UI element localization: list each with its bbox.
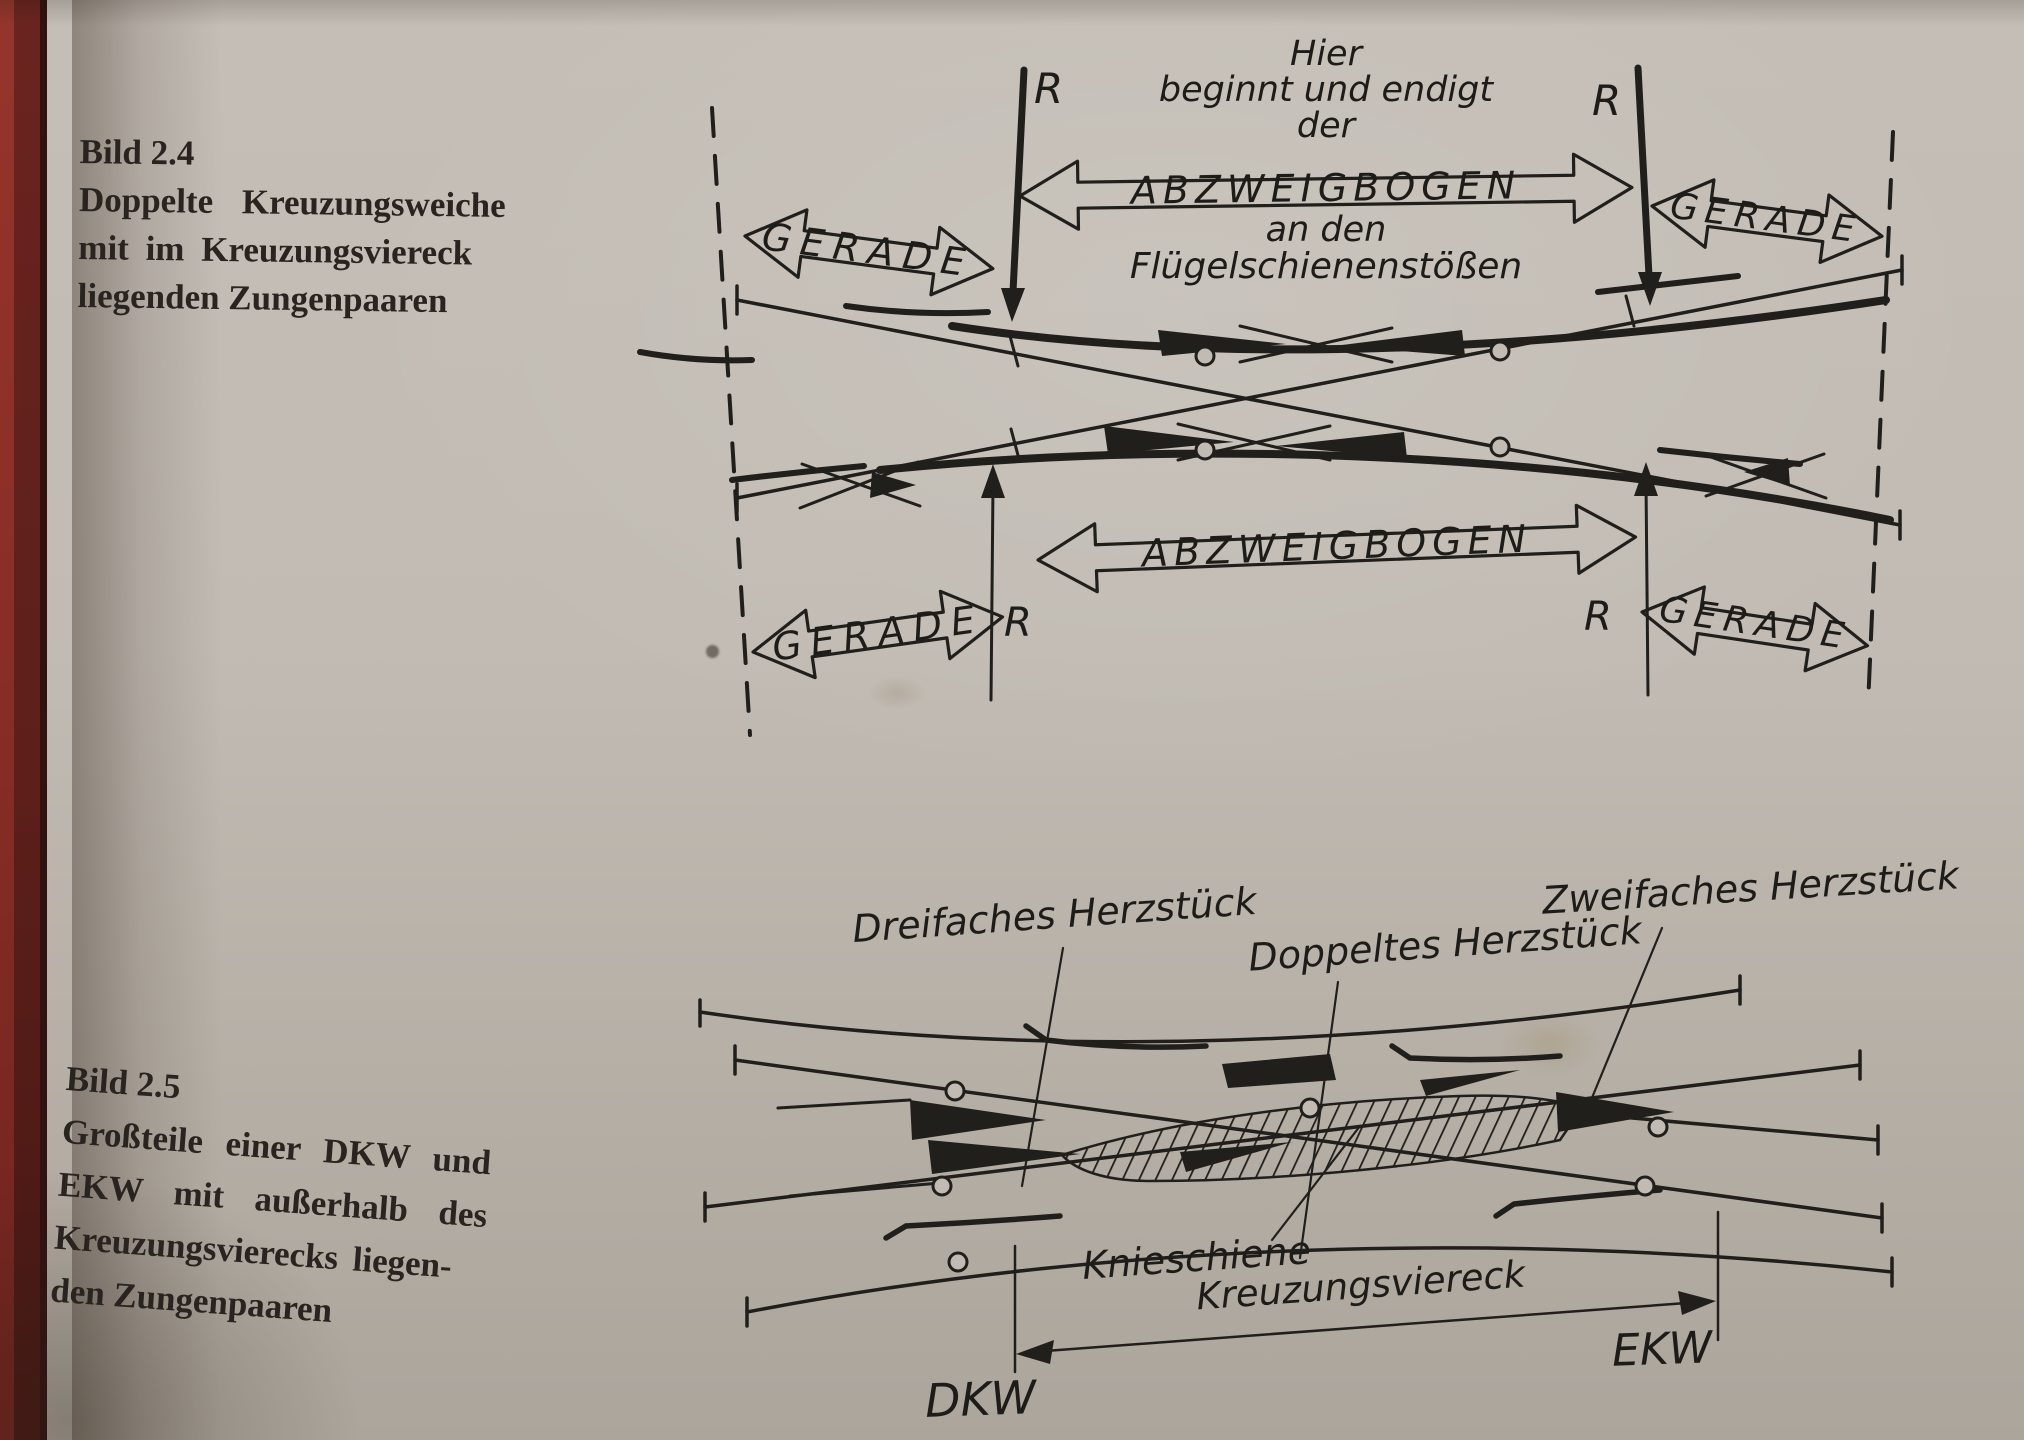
annotation-fluegelschienenstoessen: Flügelschienenstößen [1129,246,1523,287]
figure24-block-arrows [743,152,1884,680]
radius-mark-top-right: R [1592,76,1622,125]
radius-mark-bottom-right: R [1584,594,1612,640]
annotation-der: der [1296,106,1356,146]
annotation-an-den: an den [1265,210,1387,250]
book-spine-shadow-strip [14,0,40,1440]
label-dkw: DKW [924,1370,1037,1428]
arrow-label-abzweigbogen-top: ABZWEIGBOGEN [1130,163,1522,213]
figure24-caption-title: Bild 2.4 [79,131,195,173]
label-ekw: EKW [1611,1322,1714,1377]
page-binding-shadow [72,0,222,1440]
book-spine-red-strip [0,0,14,1440]
figure25-track-diagram [698,926,1894,1374]
figure24-caption-line: Doppelte Kreuzungsweiche [78,179,506,225]
page-corner-shadow [0,920,560,1440]
page-top-shadow [0,0,2024,26]
figure24-caption-line: liegenden Zungenpaaren [77,275,448,321]
figure25-hatched-casting [1059,1094,1584,1183]
paper-stain [868,676,926,710]
annotation-hier: Hier [1290,34,1362,74]
radius-mark-top-left: R [1034,64,1064,113]
book-spine-gap [40,0,47,1440]
figure24-track-diagram [637,64,1904,737]
figure25-caption: Bild 2.5 Großteile einer DKW und EKW mit… [49,1052,577,1354]
figure24-frog-circles [1194,340,1511,461]
paper-speck [706,645,719,658]
figure24-caption-line: mit im Kreuzungsviereck [78,227,473,273]
radius-mark-bottom-left: R [1004,600,1032,646]
annotation-beginnt-und-endigt: beginnt und endigt [1158,70,1494,110]
figure25-frog-circles [931,1080,1669,1273]
figure24-caption: Bild 2.4 Doppelte Kreuzungsweiche mit im… [77,128,560,327]
